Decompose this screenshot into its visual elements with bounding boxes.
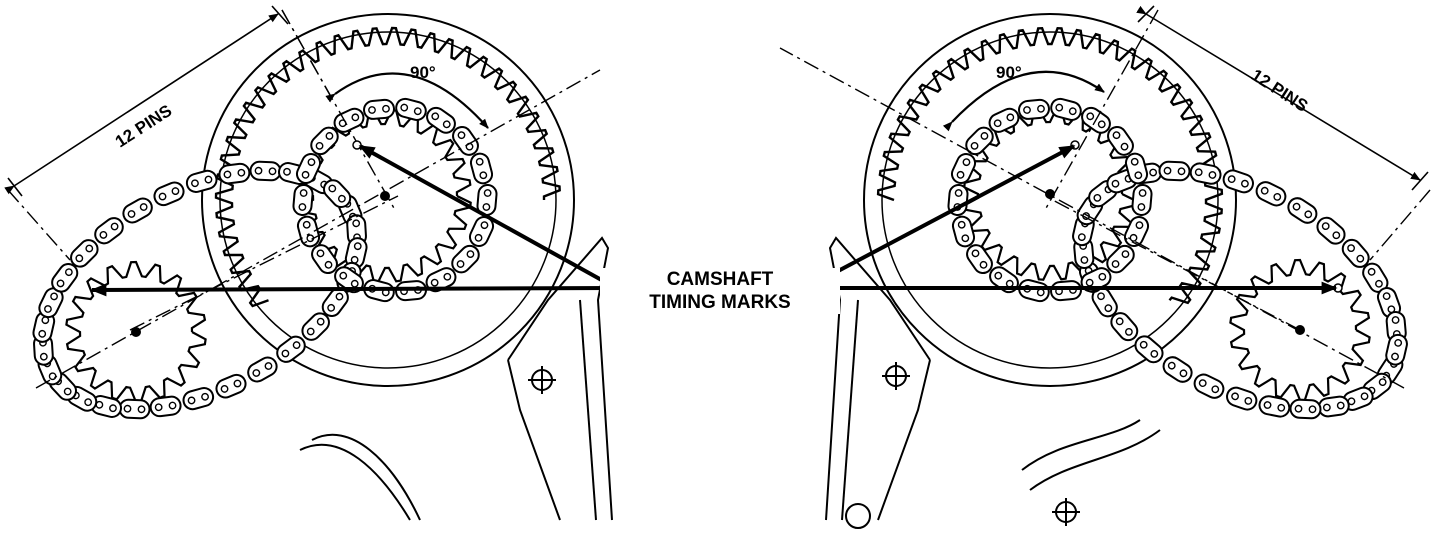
left-angle-label: 90° bbox=[410, 63, 436, 82]
chain-link bbox=[1158, 160, 1191, 182]
chain-link bbox=[1342, 386, 1374, 411]
chain-link bbox=[950, 153, 977, 184]
chain-link bbox=[1341, 238, 1370, 268]
chain-link bbox=[1050, 97, 1082, 121]
chain-link bbox=[1289, 398, 1322, 420]
chain-link bbox=[122, 197, 153, 224]
chain-link bbox=[149, 395, 182, 418]
chain-link bbox=[1106, 244, 1135, 274]
chain-link bbox=[1134, 335, 1164, 364]
chain-link bbox=[296, 215, 321, 248]
left-chain-guide bbox=[299, 236, 613, 521]
chain-link bbox=[1189, 162, 1222, 185]
chain-link bbox=[1018, 279, 1050, 303]
chain-link bbox=[1226, 386, 1258, 411]
chain-link bbox=[51, 262, 79, 293]
chain-link bbox=[1131, 184, 1153, 216]
left-camshaft-sprocket bbox=[201, 13, 575, 387]
chain-link bbox=[476, 184, 498, 216]
chain-link bbox=[1255, 181, 1287, 207]
chain-link bbox=[295, 153, 322, 184]
chain-link bbox=[1316, 216, 1346, 245]
left-timing-arrow-lower bbox=[90, 283, 617, 297]
left-90-degree-arc bbox=[325, 72, 489, 129]
chain-link bbox=[363, 98, 395, 120]
callout-line-1: CAMSHAFT bbox=[666, 269, 774, 290]
chain-link bbox=[1018, 98, 1050, 120]
chain-link bbox=[425, 267, 457, 293]
chain-link bbox=[182, 387, 215, 411]
chain-link bbox=[1110, 312, 1139, 342]
chain-link bbox=[323, 179, 352, 208]
chain-link bbox=[1317, 395, 1350, 418]
left-centerlines bbox=[7, 9, 601, 389]
left-bank-view: 12 PINS 90° bbox=[4, 5, 617, 521]
chain-link bbox=[451, 244, 480, 274]
right-timing-arrow-upper bbox=[805, 144, 1076, 290]
chain-link bbox=[1162, 356, 1193, 383]
chain-link bbox=[292, 184, 314, 216]
right-90-degree-arc bbox=[942, 70, 1105, 132]
chain-link bbox=[951, 215, 976, 248]
chain-link bbox=[1107, 125, 1134, 156]
chain-link bbox=[301, 312, 330, 341]
chain-link bbox=[988, 107, 1020, 133]
chain-link bbox=[1050, 280, 1082, 302]
left-pin-dimension bbox=[4, 5, 289, 197]
chain-link bbox=[215, 373, 247, 399]
chain-link bbox=[247, 356, 278, 383]
chain-link bbox=[469, 152, 494, 185]
chain-link bbox=[1385, 333, 1408, 366]
chain-link bbox=[118, 398, 151, 420]
callout-line-2: TIMING MARKS bbox=[649, 292, 791, 313]
chain-link bbox=[218, 162, 251, 185]
chain-link bbox=[1287, 197, 1318, 224]
left-pins-label: 12 PINS bbox=[112, 101, 175, 151]
chain-link bbox=[153, 181, 185, 207]
right-pins-label: 12 PINS bbox=[1248, 65, 1311, 115]
chain-link bbox=[1258, 395, 1291, 418]
chain-link bbox=[70, 239, 99, 268]
left-idler-sprocket bbox=[65, 260, 207, 404]
right-pin-dimension bbox=[1136, 5, 1429, 191]
right-bank-view: 12 PINS 90° bbox=[779, 5, 1431, 529]
chain-link bbox=[185, 169, 218, 193]
chain-link bbox=[1193, 373, 1225, 399]
right-camshaft-sprocket bbox=[863, 13, 1237, 387]
chain-link bbox=[94, 217, 124, 245]
camshaft-timing-marks-callout: CAMSHAFT TIMING MARKS bbox=[600, 268, 840, 314]
chain-link bbox=[1222, 169, 1254, 194]
chain-link bbox=[276, 335, 306, 363]
chain-link bbox=[966, 244, 993, 275]
right-angle-label: 90° bbox=[996, 63, 1022, 82]
right-idler-sprocket bbox=[1229, 258, 1371, 402]
chain-link bbox=[311, 244, 338, 275]
chain-link bbox=[249, 160, 282, 182]
chain-link bbox=[310, 126, 339, 156]
right-chain-guide bbox=[825, 236, 1161, 529]
left-timing-arrow-upper bbox=[358, 144, 617, 290]
